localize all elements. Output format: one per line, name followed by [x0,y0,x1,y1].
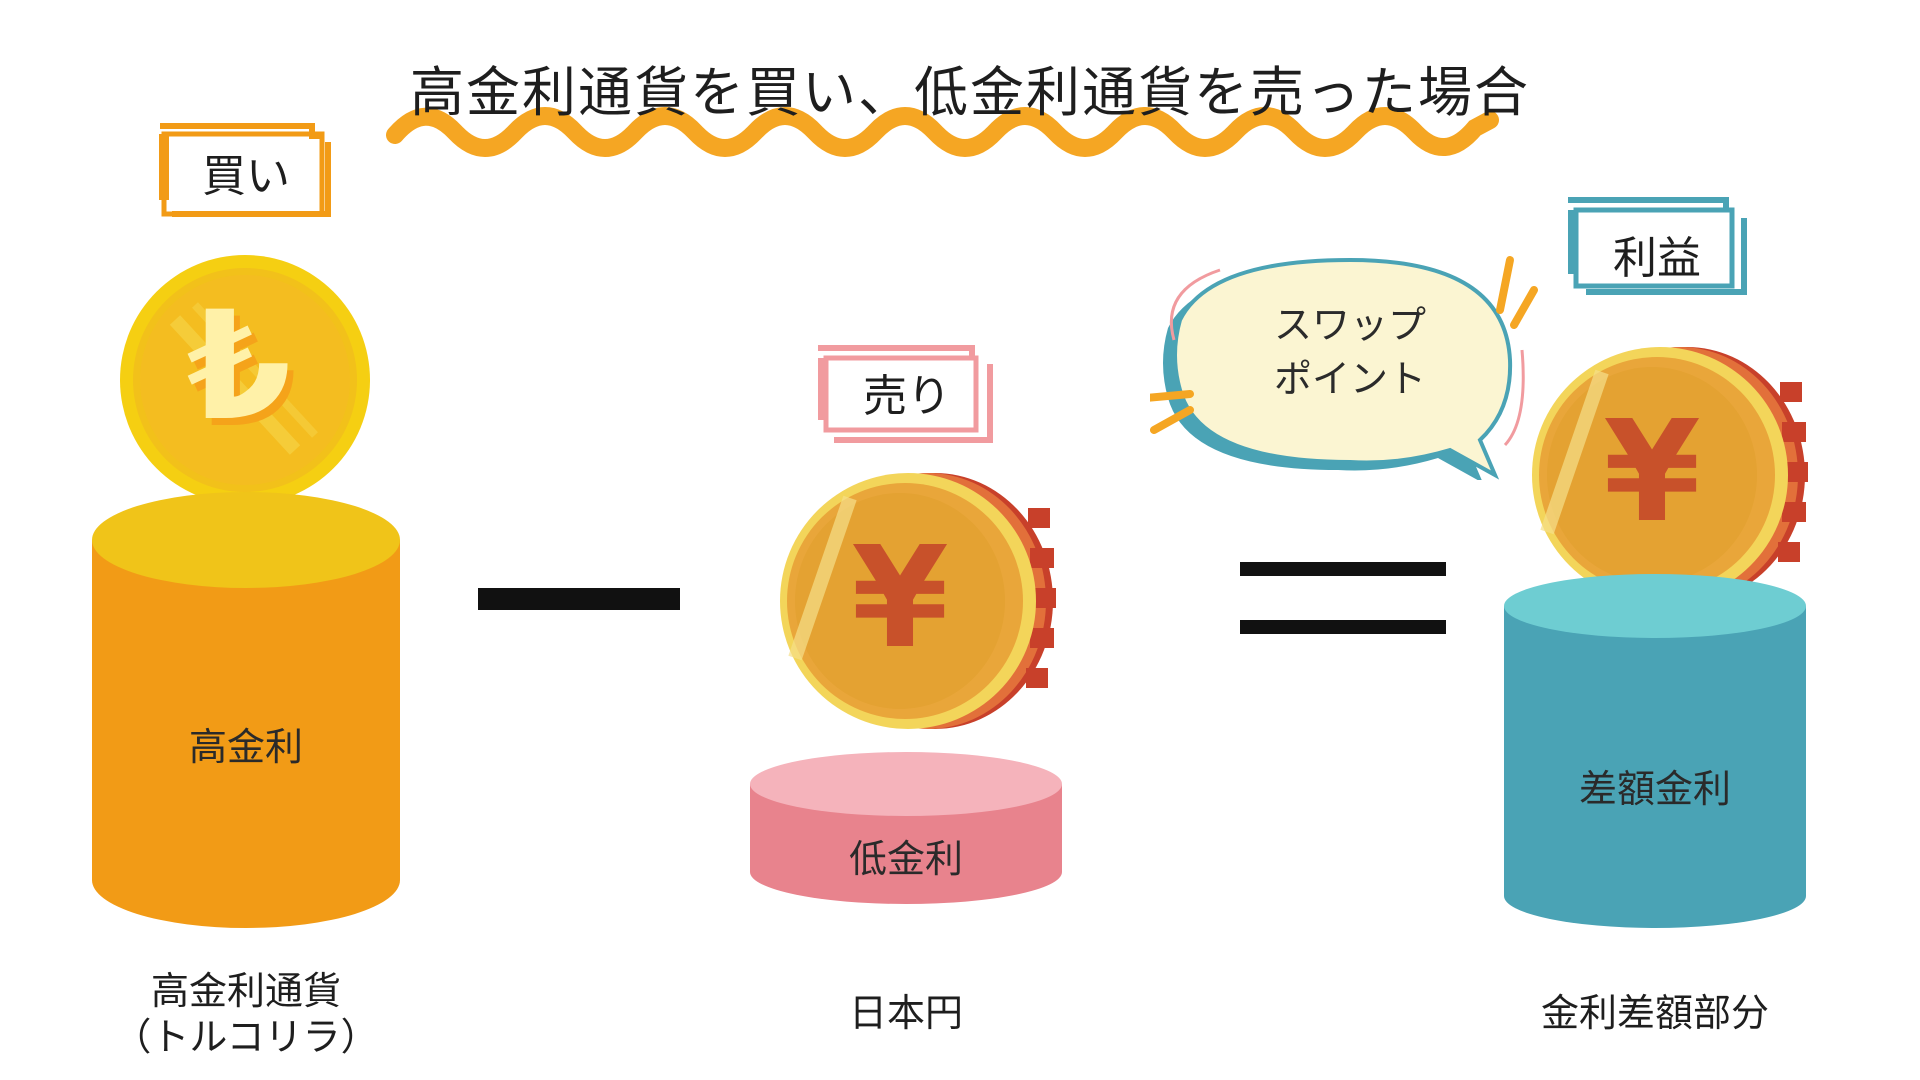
svg-text:₺: ₺ [193,287,297,461]
minus-operator [478,588,680,610]
high-rate-label: 高金利 [188,725,303,769]
title-wavy-underline [386,107,1499,157]
svg-text:¥: ¥ [851,517,948,680]
buy-tag-label: 買い [202,151,290,202]
low-rate-label: 低金利 [848,837,963,881]
difference-rate-label: 差額金利 [1578,767,1731,811]
swap-point-line2: ポイント [1273,357,1426,401]
swap-point-text: スワップ ポイント [1230,298,1470,406]
equals-operator-top [1240,562,1446,576]
low-rate-cylinder [750,752,1062,904]
yen-caption: 日本円 [848,991,963,1035]
profit-tag-label: 利益 [1613,233,1701,284]
yen-coin-icon: ¥ [1532,347,1808,603]
swap-point-line1: スワップ [1273,303,1426,347]
sell-tag-label: 売り [863,371,951,422]
high-currency-caption-line1: 高金利通貨 [150,969,341,1013]
difference-rate-cylinder [1504,574,1806,928]
high-currency-caption-line2: （トルコリラ） [113,1015,379,1059]
turkish-lira-coin-icon: ₺ ₺ [120,255,370,505]
high-currency-caption: 高金利通貨 （トルコリラ） [88,968,404,1060]
equals-operator-bottom [1240,620,1446,634]
sell-tag-frame [818,345,993,443]
spark-lines-icon [1496,256,1538,329]
difference-caption: 金利差額部分 [1540,991,1769,1035]
swap-point-speech-bubble [1150,257,1525,480]
page-title: 高金利通貨を買い、低金利通貨を売った場合 [410,61,1530,124]
yen-coin-icon: ¥ [780,473,1056,729]
buy-tag-frame [159,123,331,217]
svg-text:¥: ¥ [1603,391,1700,554]
svg-text:₺: ₺ [187,280,291,454]
high-rate-cylinder [92,492,400,928]
profit-tag-frame [1568,197,1747,295]
